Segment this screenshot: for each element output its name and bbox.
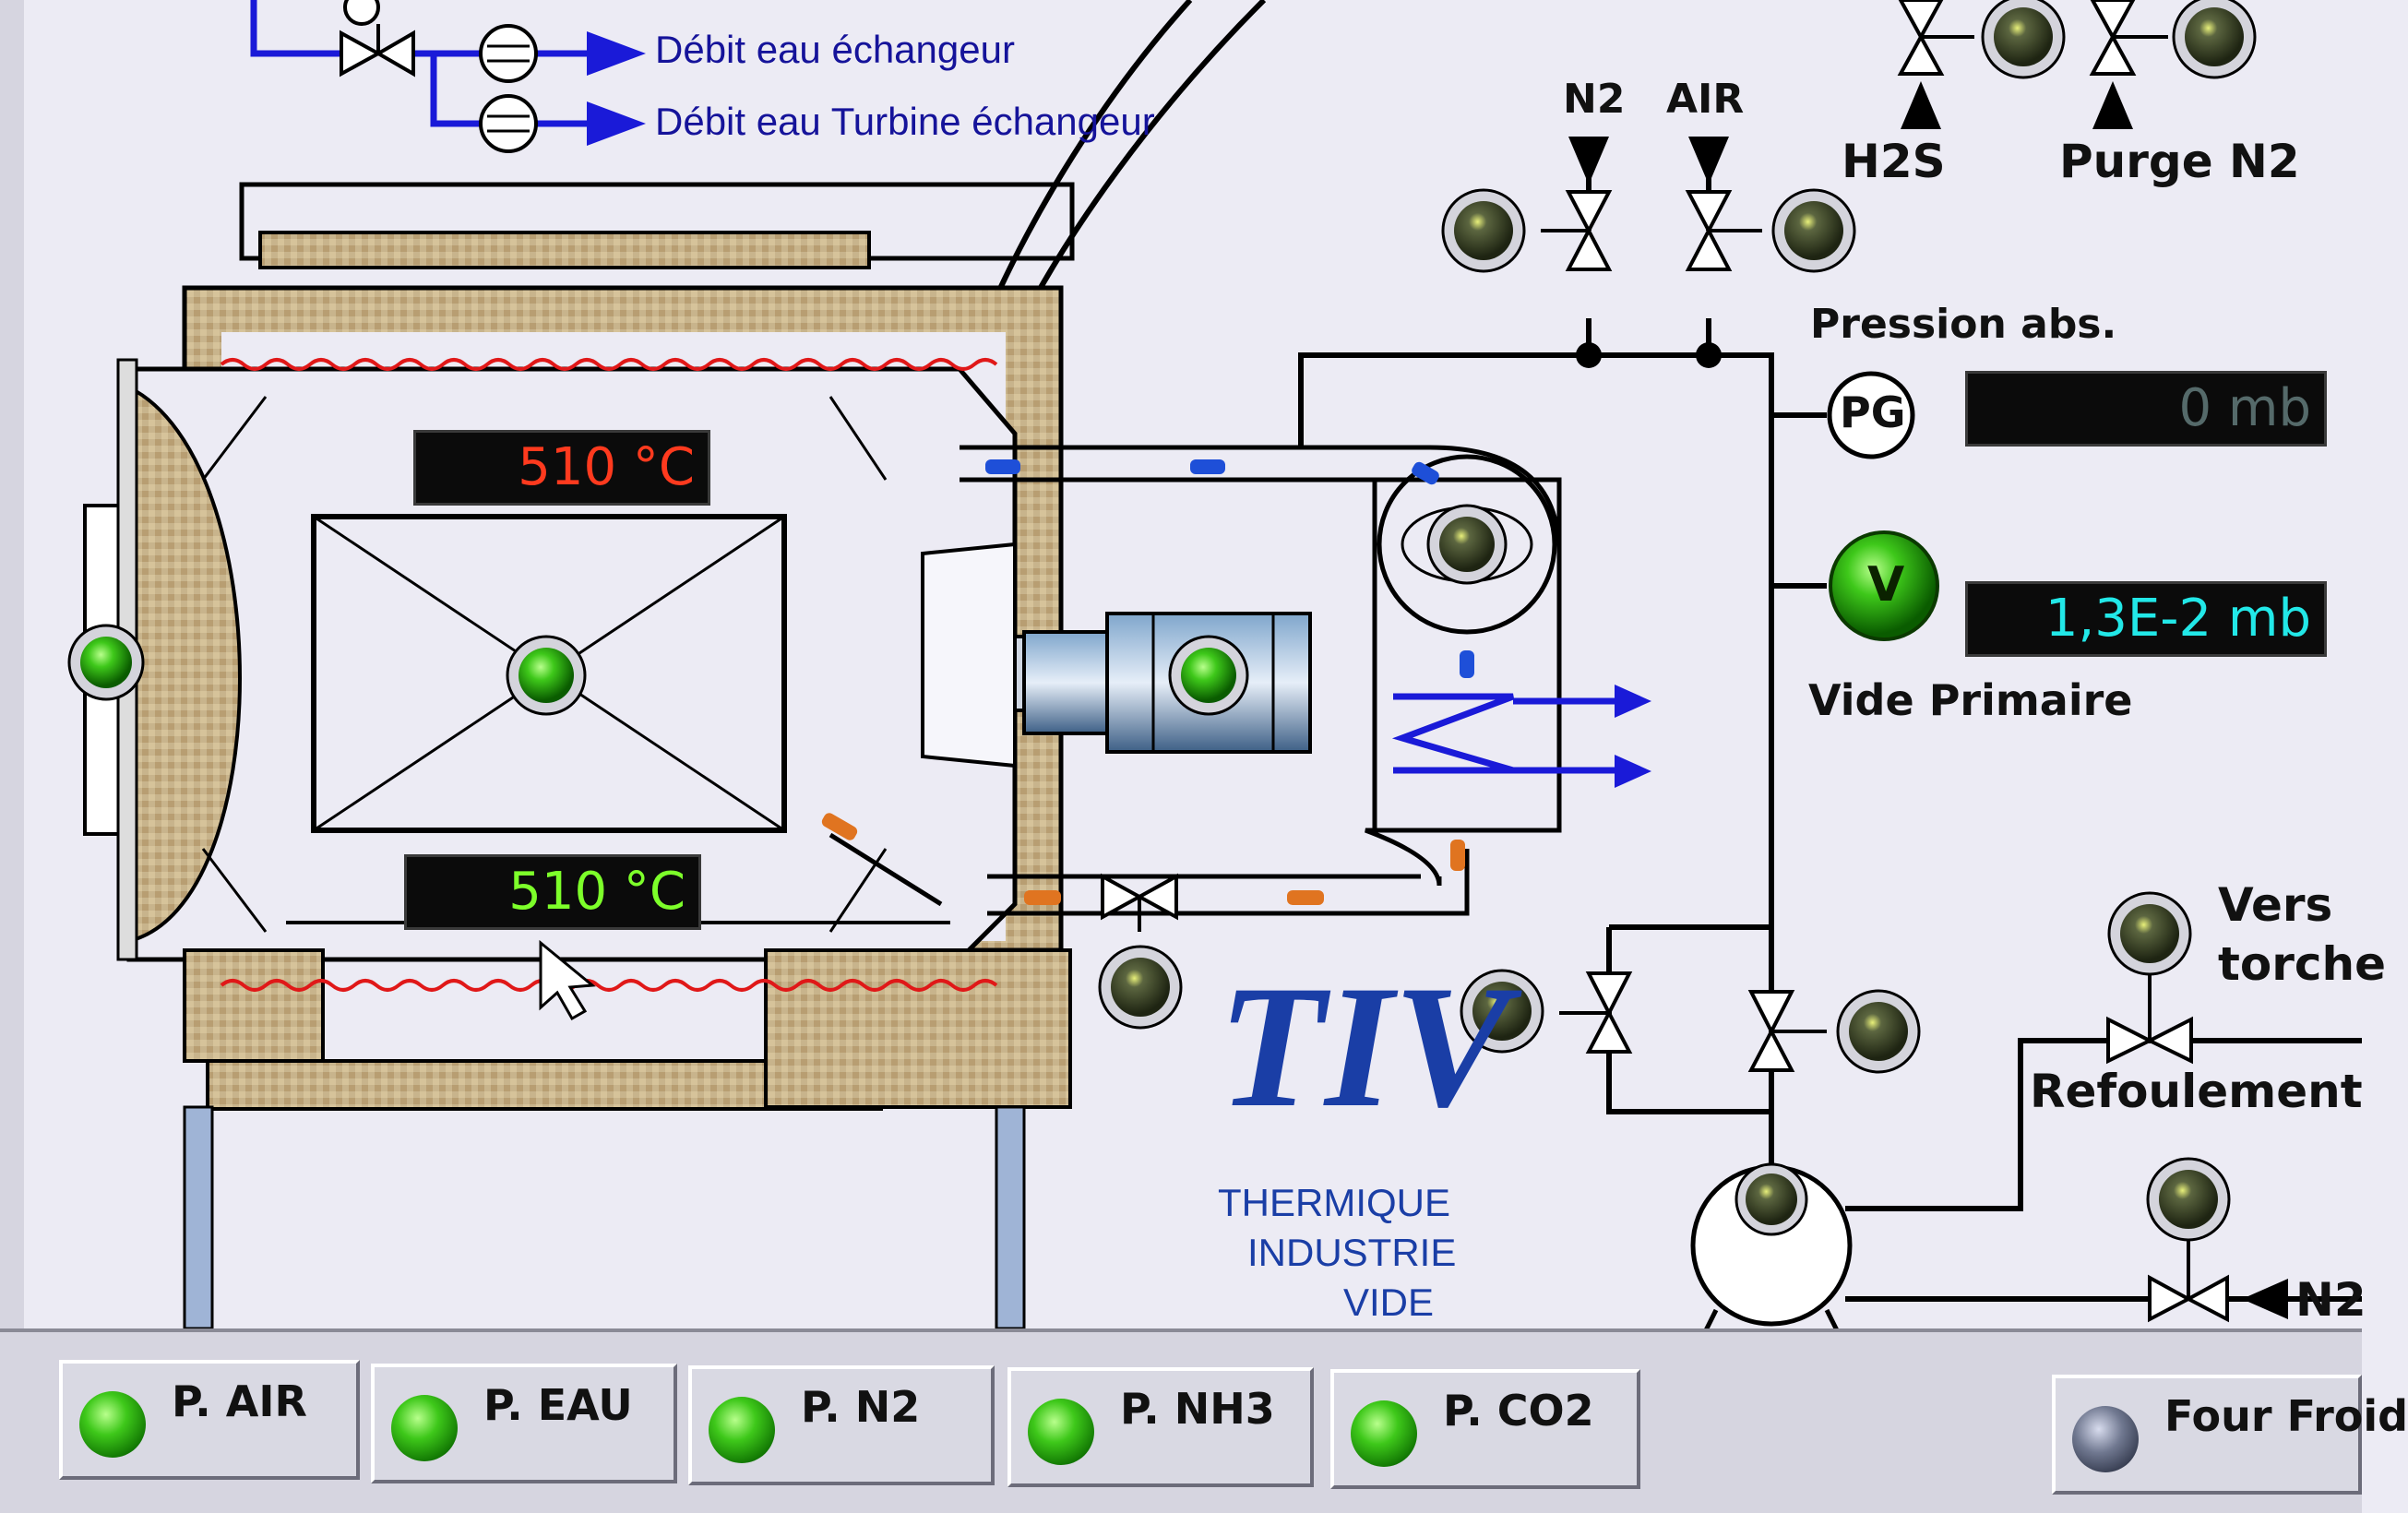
water-valve-icon	[340, 0, 415, 77]
status-button-label: Four Froid	[2164, 1391, 2408, 1441]
refoulement-label: Refoulement	[2030, 1065, 2363, 1118]
status-led-icon	[391, 1395, 458, 1461]
n2-valve-icon	[1541, 190, 1613, 271]
h2s-inlet-label: H2S	[1842, 135, 1946, 188]
status-led-icon	[2072, 1406, 2139, 1472]
process-diagram	[0, 0, 2362, 1349]
h2s-valve-icon	[1897, 0, 1974, 76]
logo-line-1: THERMIQUE	[1218, 1181, 1450, 1224]
furnace-vessel	[83, 182, 1075, 1330]
n2-lower-inlet-label: N2	[2295, 1273, 2366, 1327]
status-button-label: P. AIR	[172, 1376, 307, 1426]
gas-flow-markers	[821, 459, 1474, 905]
furnace-temp-top-display: 510 °C	[413, 430, 710, 506]
pressure-gauge-icon	[1827, 371, 1915, 459]
furnace-temp-bottom-display: 510 °C	[404, 854, 701, 930]
pressure-abs-label: Pression abs.	[1810, 301, 2117, 348]
return-pipe	[828, 832, 943, 907]
torche-valve-icon	[2106, 969, 2193, 1065]
status-button-p-n2[interactable]: P. N2	[688, 1365, 995, 1485]
status-button-p-eau[interactable]: P. EAU	[371, 1364, 677, 1483]
flow-arrow	[1615, 685, 1651, 718]
return-valve-icon	[1101, 873, 1178, 932]
air-valve-icon	[1685, 190, 1762, 271]
bypass-valve-icon	[1559, 971, 1633, 1054]
flow-meter-icon	[479, 24, 538, 153]
status-bar: P. AIR P. EAU P. N2 P. NH3 P. CO2 Four F…	[0, 1328, 2408, 1513]
purge-n2-label: Purge N2	[2059, 135, 2300, 188]
flow-arrow	[1615, 755, 1651, 788]
vacuum-indicator-icon	[1829, 530, 1939, 641]
purge-n2-valve-icon	[2089, 0, 2168, 76]
turbine-motor	[1022, 612, 1312, 754]
water-arrows	[587, 31, 646, 146]
status-button-p-nh3[interactable]: P. NH3	[1007, 1367, 1314, 1487]
status-button-label: P. NH3	[1120, 1384, 1275, 1434]
vers-torche-label-1: Vers	[2218, 878, 2333, 932]
air-inlet-label: AIR	[1666, 76, 1745, 123]
debit-eau-turbine-label: Débit eau Turbine échangeur	[655, 100, 1155, 143]
status-button-label: P. N2	[801, 1382, 921, 1432]
pressure-display: 0 mb	[1965, 371, 2327, 447]
junction-dot	[1696, 342, 1722, 368]
status-led-icon	[79, 1391, 146, 1458]
water-flow-piping	[250, 0, 590, 127]
status-led-icon	[1351, 1400, 1417, 1467]
tiv-logo: TIV	[1218, 950, 1510, 1144]
vers-torche-label-2: torche	[2218, 937, 2387, 991]
heat-exchanger-loop	[960, 445, 1562, 916]
pressure-gauge-symbol: PG	[1840, 387, 1906, 437]
mouse-cursor-icon	[539, 939, 596, 1021]
n2-lower-valve-icon	[2148, 1236, 2229, 1323]
pump-valve-icon	[1747, 990, 1827, 1072]
debit-eau-echangeur-label: Débit eau échangeur	[655, 28, 1015, 71]
status-lamps	[67, 0, 2257, 1242]
status-button-label: P. CO2	[1443, 1386, 1594, 1436]
logo-line-2: INDUSTRIE	[1247, 1231, 1457, 1274]
status-led-icon	[1028, 1399, 1094, 1465]
exchanger-coil	[1391, 693, 1642, 774]
window-left-border	[0, 0, 24, 1328]
logo-line-3: VIDE	[1343, 1281, 1435, 1324]
status-button-label: P. EAU	[483, 1380, 633, 1430]
status-led-icon	[709, 1397, 775, 1463]
gas-inlet-arrows	[1568, 81, 2288, 1319]
status-button-four-froid[interactable]: Four Froid	[2052, 1375, 2408, 1495]
vacuum-display: 1,3E-2 mb	[1965, 581, 2327, 657]
vacuum-symbol: V	[1867, 557, 1905, 613]
status-button-p-air[interactable]: P. AIR	[59, 1360, 360, 1480]
status-button-p-co2[interactable]: P. CO2	[1330, 1369, 1640, 1489]
n2-inlet-label: N2	[1563, 76, 1626, 123]
vide-primaire-label: Vide Primaire	[1808, 675, 2133, 725]
junction-dot	[1576, 342, 1602, 368]
